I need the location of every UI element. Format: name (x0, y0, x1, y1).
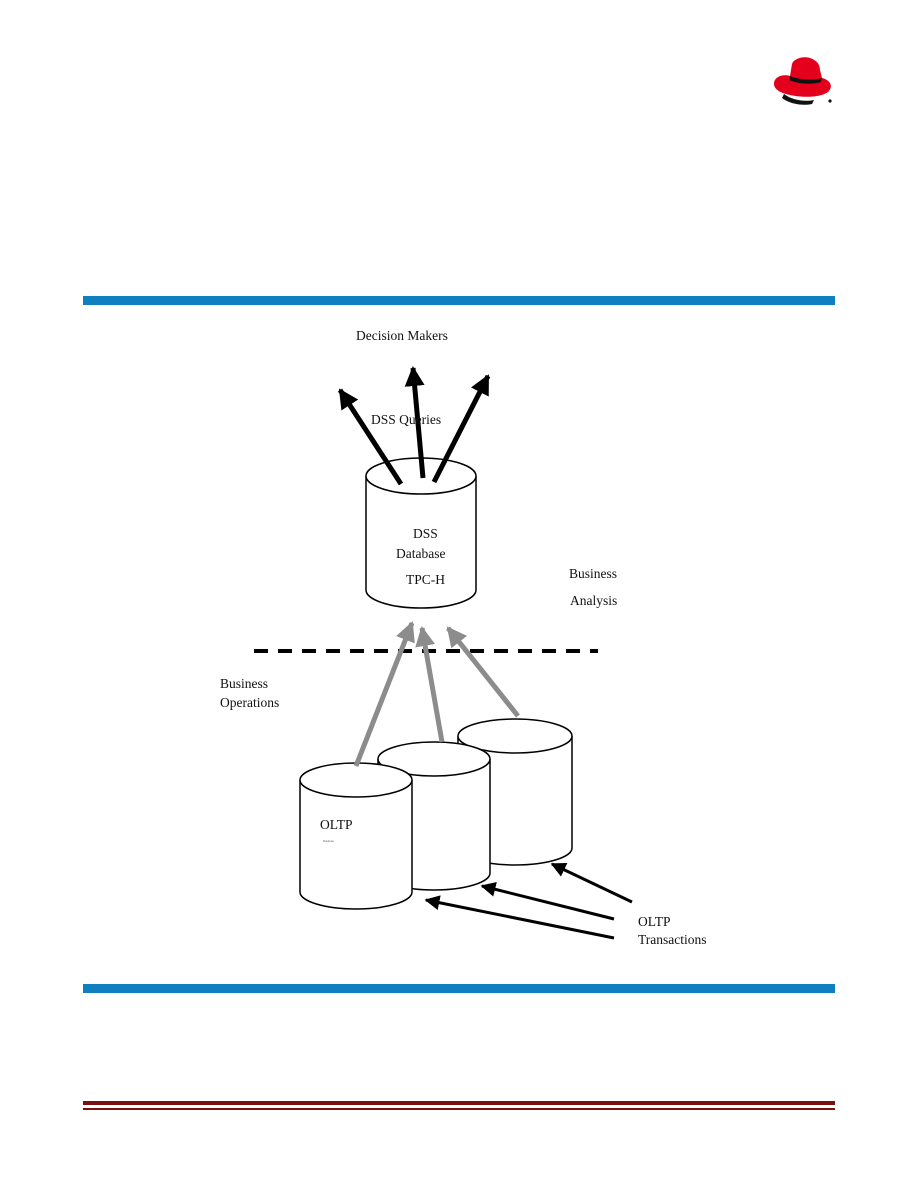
oltp-transactions-label-line1: OLTP (638, 914, 671, 929)
red-hat-logo (770, 54, 836, 108)
oltp-db-label: OLTP (320, 817, 353, 832)
decision-makers-label: Decision Makers (356, 328, 448, 343)
oltp-cylinder-front (299, 762, 413, 910)
replication-arrow-left (353, 621, 415, 767)
dss-query-arrow-left (337, 388, 404, 486)
business-analysis-label-line1: Business (569, 566, 618, 581)
replication-arrow-right (446, 626, 520, 718)
dss-oltp-diagram: Decision Makers DSS Queries DSS Database… (190, 318, 730, 968)
oltp-transactions-label-line2: Transactions (638, 932, 707, 947)
dss-db-label-line3: TPC-H (406, 572, 446, 587)
footer-rule-thick (83, 1101, 835, 1105)
bottom-divider (83, 984, 835, 993)
shadowman-hat-icon (774, 57, 832, 105)
business-analysis-label-line2: Analysis (570, 593, 618, 608)
dss-query-arrow-right (431, 374, 491, 484)
transaction-arrow-middle (480, 881, 615, 921)
transaction-arrow-top (550, 862, 633, 904)
top-divider (83, 296, 835, 305)
dss-db-label-line1: DSS (413, 526, 438, 541)
dss-queries-label: DSS Queries (371, 412, 442, 427)
business-operations-label-line1: Business (220, 676, 269, 691)
oltp-db-small-label: Database (323, 839, 334, 843)
replication-arrow-center (415, 626, 445, 743)
dss-db-label-line2: Database (396, 546, 446, 561)
transaction-arrow-bottom (424, 895, 615, 940)
footer-rule-thin (83, 1108, 835, 1110)
diagram-graphics (254, 366, 633, 940)
business-operations-label-line2: Operations (220, 695, 280, 710)
dss-query-arrow-center (404, 366, 426, 479)
